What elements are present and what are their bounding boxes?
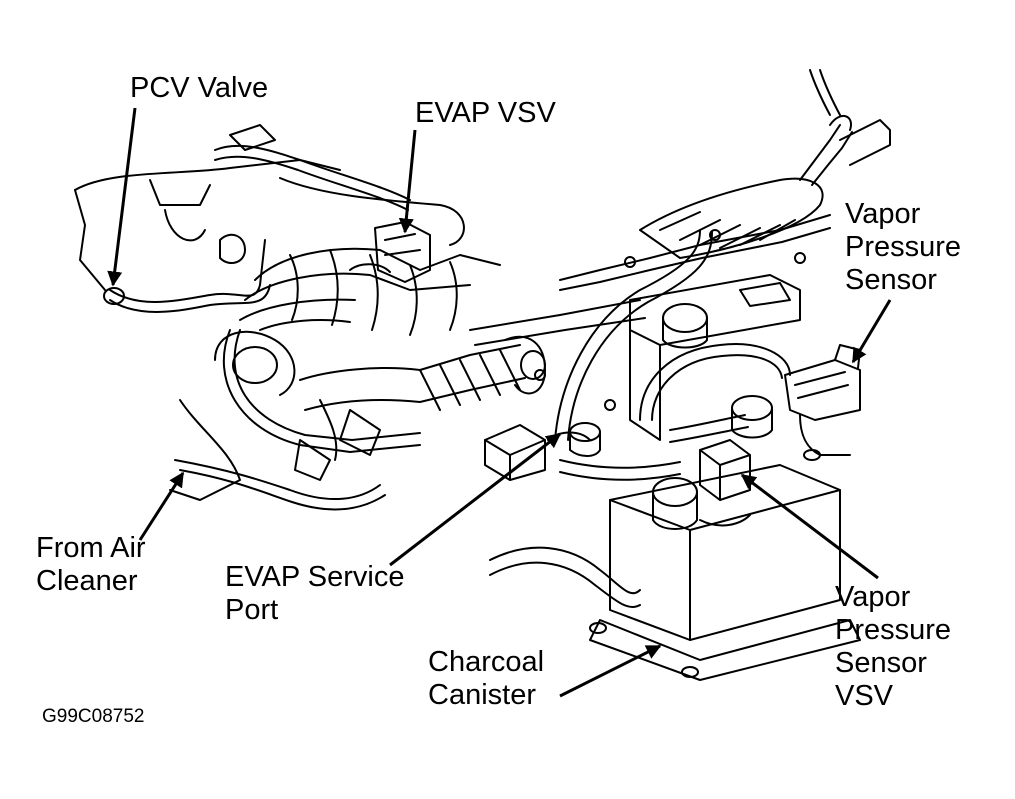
from-air-cleaner-line-2: Cleaner	[36, 565, 138, 597]
evap-service-port-line-1: EVAP Service	[225, 561, 405, 593]
evap-service-port-line-2: Port	[225, 594, 279, 626]
vapor-pressure-sensor-vsv-label: Vapor Pressure Sensor VSV	[835, 581, 951, 713]
vapor-pressure-sensor-vsv-arrow	[740, 473, 879, 580]
figure-code: G99C08752	[42, 706, 145, 727]
vapor-pressure-sensor-line-1: Vapor	[845, 198, 921, 230]
from-air-cleaner-arrow	[138, 471, 185, 541]
vapor-pressure-sensor-vsv-line-2: Pressure	[835, 614, 952, 646]
from-air-cleaner-line-1: From Air	[36, 532, 146, 564]
vapor-pressure-sensor-line-2: Pressure	[845, 231, 962, 263]
evap-service-port-label: EVAP Service Port	[225, 561, 404, 627]
vapor-pressure-sensor-vsv-line-1: Vapor	[835, 581, 911, 613]
vapor-pressure-sensor-vsv-line-4: VSV	[835, 680, 894, 712]
evap-vsv-arrow	[398, 129, 417, 234]
engine-bay-illustration	[74, 69, 891, 681]
vapor-pressure-sensor-arrow	[851, 299, 892, 364]
vapor-pressure-sensor-label: Vapor Pressure Sensor	[845, 198, 961, 297]
evap-service-port-arrow	[389, 432, 562, 567]
charcoal-canister-label: Charcoal Canister	[428, 646, 544, 712]
charcoal-canister-line-2: Canister	[428, 679, 536, 711]
evap-vsv-label: EVAP VSV	[415, 97, 556, 129]
charcoal-canister-arrow	[559, 644, 662, 698]
pcv-valve-arrow	[107, 107, 137, 287]
from-air-cleaner-label: From Air Cleaner	[36, 532, 146, 598]
pcv-valve-label: PCV Valve	[130, 72, 269, 104]
vapor-pressure-sensor-line-3: Sensor	[845, 264, 937, 296]
vapor-pressure-sensor-vsv-line-3: Sensor	[835, 647, 927, 679]
leader-arrows	[107, 107, 892, 698]
charcoal-canister-line-1: Charcoal	[428, 646, 545, 678]
